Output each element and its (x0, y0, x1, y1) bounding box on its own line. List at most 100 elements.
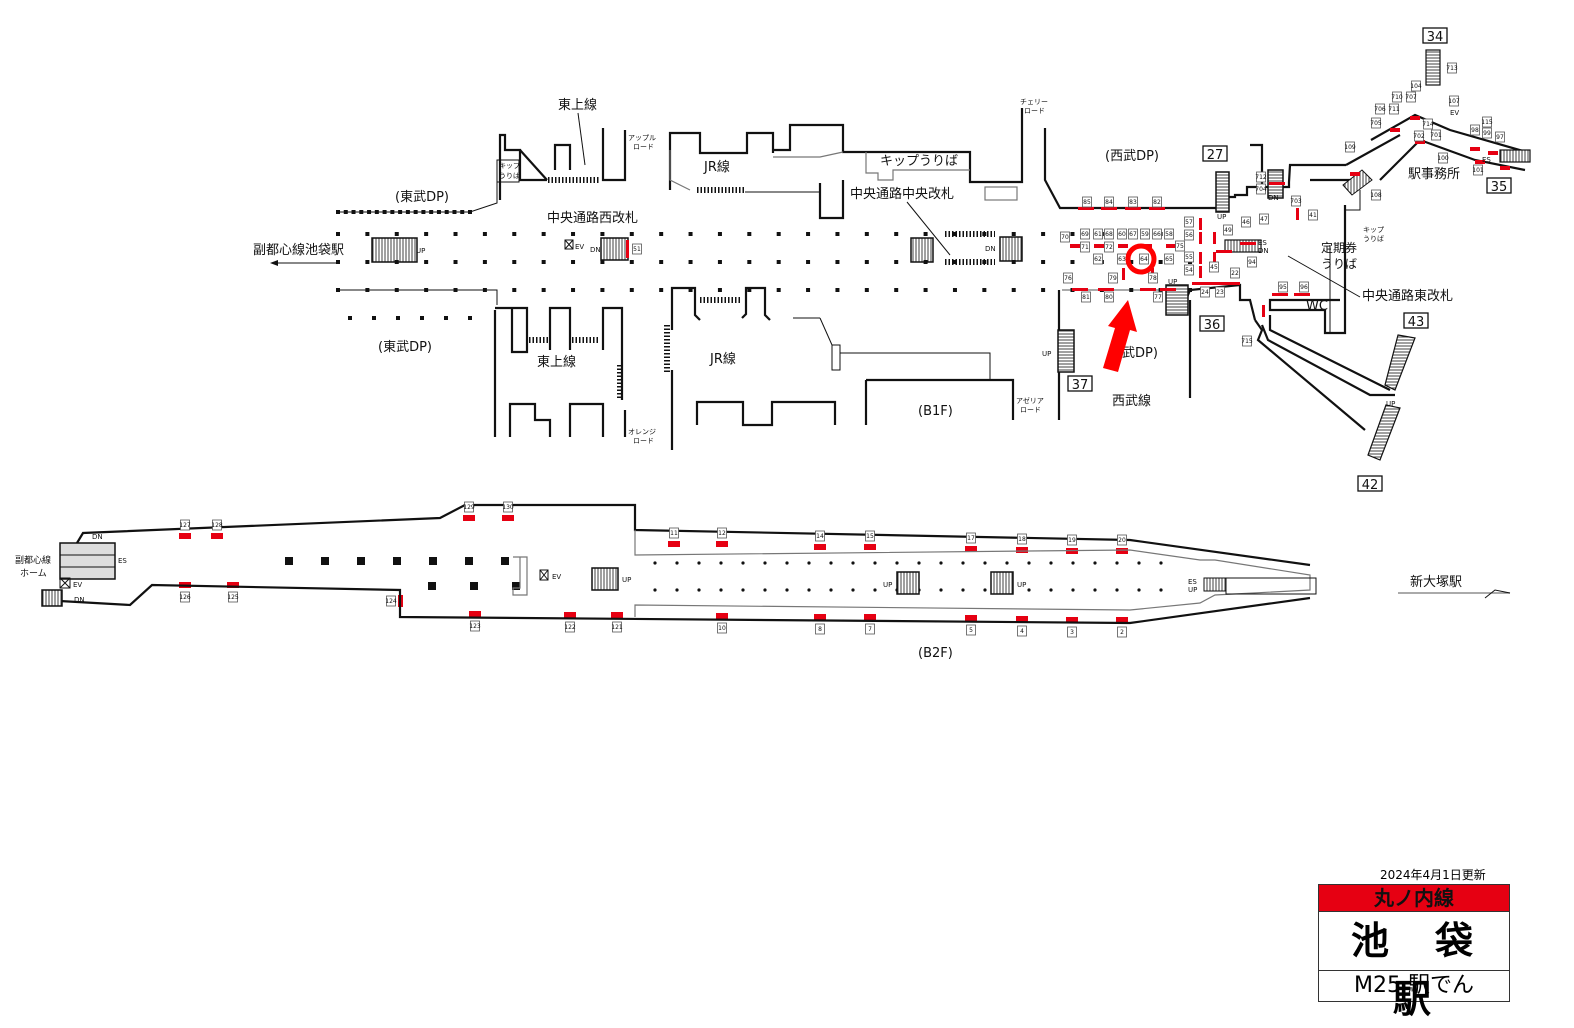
door-number-box (1081, 291, 1091, 303)
door-number-box (1449, 95, 1459, 107)
pillar (359, 210, 364, 214)
pillar (719, 561, 723, 565)
door-number-box (1389, 103, 1399, 115)
pillar (1049, 561, 1053, 565)
door-number-box (1371, 117, 1381, 129)
door-number: 71 (1081, 244, 1089, 251)
pillar (571, 232, 576, 236)
door-number-box (1406, 91, 1416, 103)
pillar (1027, 561, 1031, 565)
door-number: 17 (967, 535, 975, 542)
door-number: 72 (1105, 244, 1113, 251)
door-marker (1160, 288, 1176, 291)
pillar (1093, 588, 1097, 592)
pillar (394, 288, 399, 292)
door-number-box (1128, 196, 1138, 208)
pillar (688, 232, 693, 236)
label-up: UP (883, 581, 892, 589)
pillar (390, 210, 395, 214)
door-number: 66 (1153, 231, 1161, 238)
door-marker (1415, 140, 1425, 144)
door-number-box (386, 595, 396, 607)
label-ev: EV (1450, 109, 1459, 117)
pillar (285, 557, 293, 565)
label-center-gate: 中央通路中央改札 (850, 186, 954, 202)
door-number: 95 (1279, 284, 1287, 291)
label-seibu-dp-top: (西武DP) (1105, 149, 1159, 164)
pillar (444, 210, 449, 214)
door-number-box (1164, 253, 1174, 265)
b1f-stairs (371, 49, 1531, 461)
door-marker (1166, 244, 1176, 248)
door-number: 107 (1448, 98, 1460, 105)
station-title-box: 丸ノ内線 池 袋 駅 M25 駅でん (1318, 884, 1515, 1021)
pillar (468, 316, 472, 320)
door-number-box (669, 527, 679, 539)
label-apple-road-1: アップル (628, 134, 656, 142)
pillar (1159, 588, 1163, 592)
door-number-box (1104, 228, 1114, 240)
door-marker (1272, 293, 1288, 296)
door-marker (1294, 293, 1310, 296)
pillar (468, 210, 472, 214)
door-number-box (1184, 229, 1194, 241)
pillar (835, 288, 840, 292)
door-number-box (1470, 124, 1480, 136)
pillar (982, 288, 987, 292)
door-number: 706 (1374, 106, 1386, 113)
door-marker (1199, 232, 1202, 244)
pillar (1041, 232, 1046, 236)
door-number: 75 (1176, 243, 1184, 250)
label-up: UP (1042, 350, 1051, 358)
label-es: ES (1258, 239, 1267, 247)
pillar (424, 260, 429, 264)
door-number-box (470, 620, 480, 632)
door-number-box (1080, 228, 1090, 240)
door-number: 68 (1105, 231, 1113, 238)
pillar (571, 288, 576, 292)
label-up: UP (1217, 213, 1226, 221)
pillar (659, 232, 664, 236)
door-marker (1078, 207, 1094, 210)
door-marker (1070, 244, 1080, 248)
door-number: 85 (1083, 199, 1091, 206)
door-number-box (717, 527, 727, 539)
pillar (1005, 561, 1009, 565)
door-number: 77 (1154, 294, 1162, 301)
door-marker (611, 612, 623, 618)
label-tobu-dp-bottom: (東武DP) (378, 339, 432, 355)
door-number-box (1447, 62, 1457, 74)
door-number: 70 (1061, 234, 1069, 241)
label-es: ES (1482, 156, 1491, 164)
pillar (600, 260, 605, 264)
label-ev: EV (73, 581, 82, 589)
door-number-box (1278, 281, 1288, 293)
pillar (460, 210, 465, 214)
door-marker (1116, 617, 1128, 623)
b2f-walls (41, 503, 1511, 625)
pillar (321, 557, 329, 565)
door-marker (864, 614, 876, 620)
pillar (571, 260, 576, 264)
exit-number: 43 (1408, 315, 1425, 330)
door-marker (1500, 166, 1510, 170)
pillar (1115, 561, 1119, 565)
door-number: 125 (227, 594, 239, 601)
door-number: 54 (1185, 267, 1193, 274)
pillar (512, 582, 520, 590)
exit-box (1486, 177, 1512, 194)
pillar (420, 316, 424, 320)
door-number: 123 (469, 623, 481, 630)
pillar (1137, 561, 1141, 565)
label-jr-line-top: JR線 (703, 159, 730, 175)
label-dn: DN (985, 245, 996, 253)
door-number: 711 (1388, 106, 1400, 113)
label-wc: WC (1306, 299, 1328, 314)
door-number: 45 (1210, 264, 1218, 271)
pillar (776, 288, 781, 292)
door-number: 19 (1068, 537, 1076, 544)
door-number-box (1223, 224, 1233, 236)
door-number: 713 (1446, 65, 1458, 72)
pillar (675, 588, 679, 592)
